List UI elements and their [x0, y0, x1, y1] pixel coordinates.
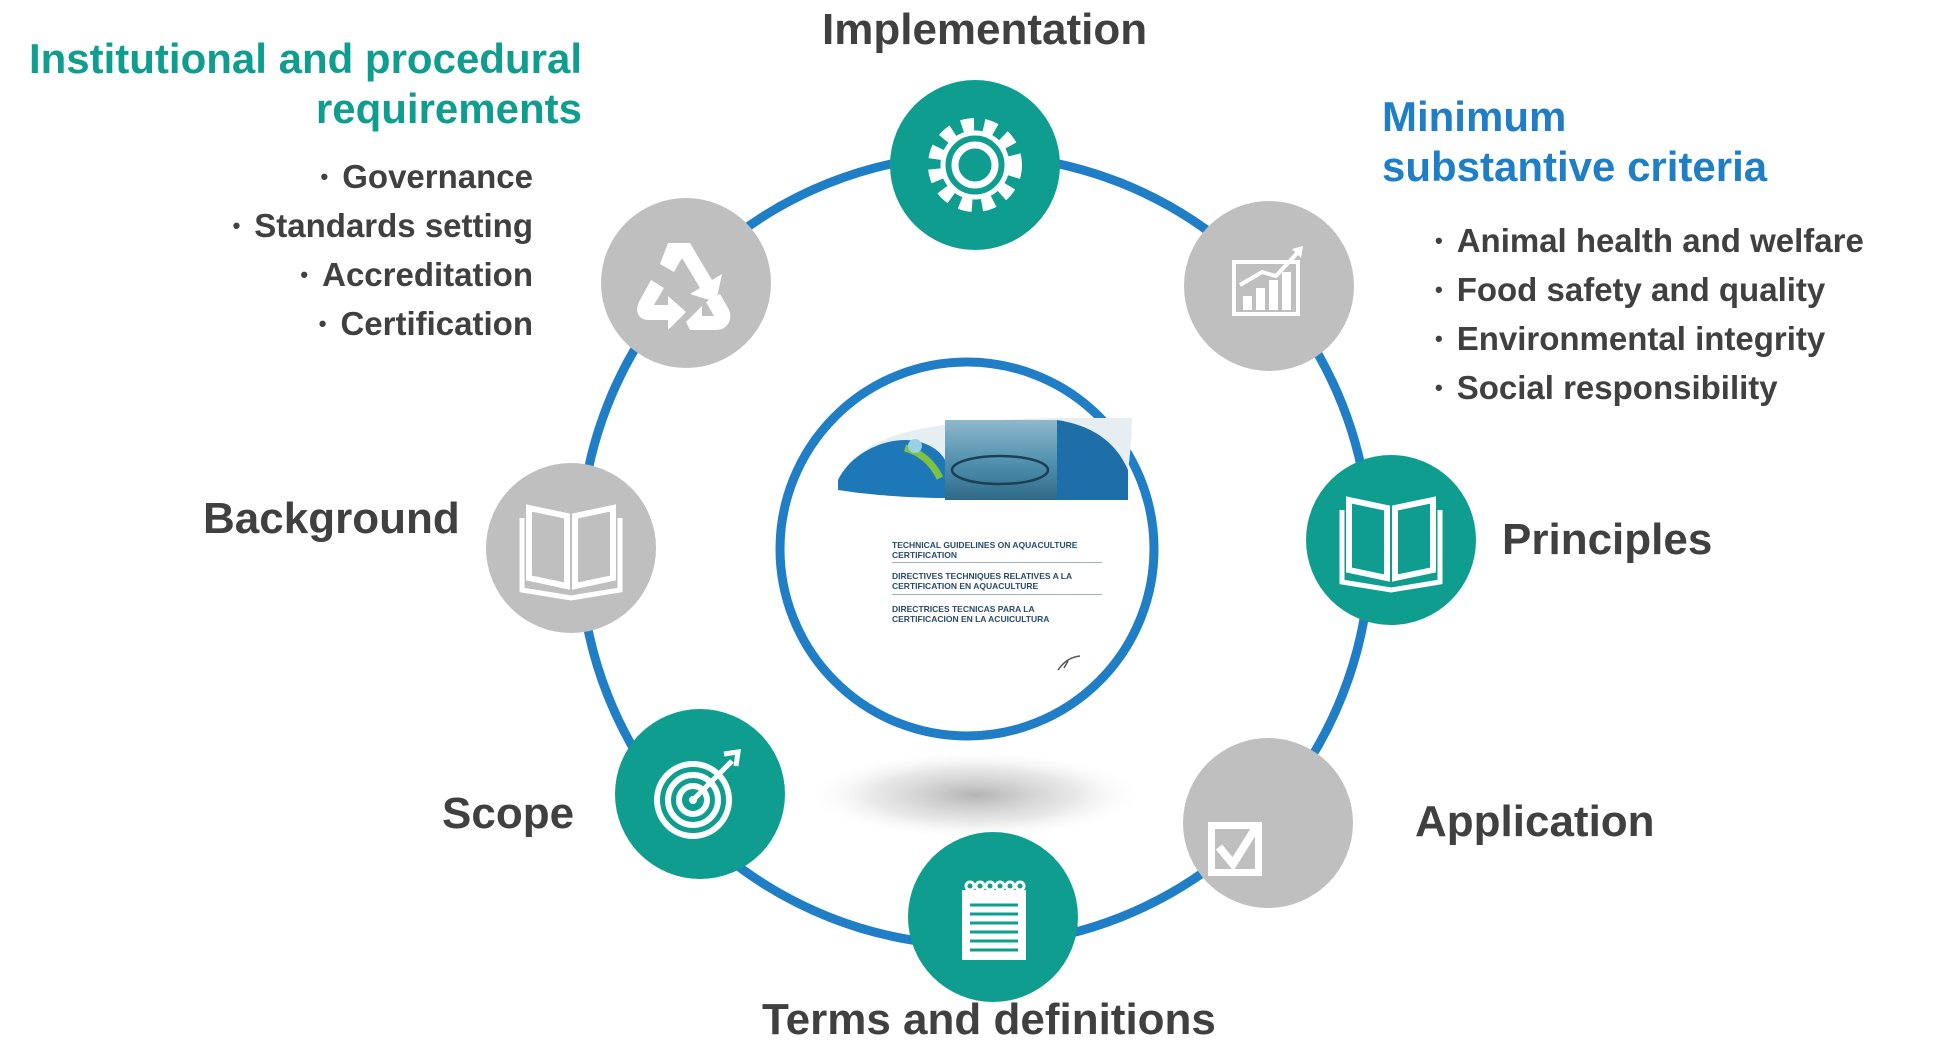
list-item: Governance — [150, 154, 533, 203]
open-book-icon-background — [519, 504, 623, 601]
list-item: Certification — [150, 301, 533, 350]
principles-label: Principles — [1502, 515, 1713, 564]
center-shadow — [805, 750, 1145, 840]
gear-icon — [928, 118, 1022, 212]
doc-title-en: TECHNICAL GUIDELINES ON AQUACULTURE CERT… — [892, 540, 1078, 560]
cover-dot — [908, 439, 922, 453]
list-item: Accreditation — [150, 252, 533, 301]
doc-title-es: DIRECTRICES TECNICAS PARA LA CERTIFICACI… — [892, 604, 1050, 624]
list-item: Animal health and welfare — [1435, 218, 1940, 267]
institutional-list: Governance Standards setting Accreditati… — [150, 154, 533, 350]
minimum-heading: Minimum substantive criteria — [1382, 93, 1768, 191]
background-label: Background — [203, 494, 460, 543]
open-book-icon — [1339, 496, 1443, 593]
fao-logo — [1057, 655, 1081, 671]
institutional-heading: Institutional and procedural requirement… — [28, 35, 582, 133]
cover-side — [1057, 420, 1128, 500]
cover-photo — [945, 420, 1057, 500]
list-item: Social responsibility — [1435, 365, 1940, 414]
terms-label: Terms and definitions — [762, 995, 1216, 1044]
list-item: Environmental integrity — [1435, 316, 1940, 365]
principles-node — [1306, 455, 1476, 625]
minimum-list: Animal health and welfare Food safety an… — [1435, 218, 1940, 414]
background-node — [486, 463, 656, 633]
notepad-icon — [962, 880, 1026, 960]
bar-chart-icon — [1232, 246, 1303, 316]
list-item: Food safety and quality — [1435, 267, 1940, 316]
recycle-icon — [637, 243, 731, 330]
target-icon — [654, 749, 741, 839]
application-label: Application — [1415, 797, 1655, 846]
implementation-node — [890, 80, 1060, 250]
implementation-label: Implementation — [822, 5, 1148, 54]
list-item: Standards setting — [150, 203, 533, 252]
institutional-node — [601, 198, 771, 368]
cover-swoosh — [903, 444, 944, 480]
doc-rule-1 — [892, 562, 1102, 563]
doc-title-fr: DIRECTIVES TECHNIQUES RELATIVES A LA CER… — [892, 571, 1072, 591]
checkbox-icon — [1208, 821, 1262, 876]
scope-label: Scope — [442, 789, 575, 838]
doc-rule-2 — [892, 594, 1102, 595]
center-document — [775, 357, 1159, 741]
fish-cage — [950, 454, 1050, 486]
